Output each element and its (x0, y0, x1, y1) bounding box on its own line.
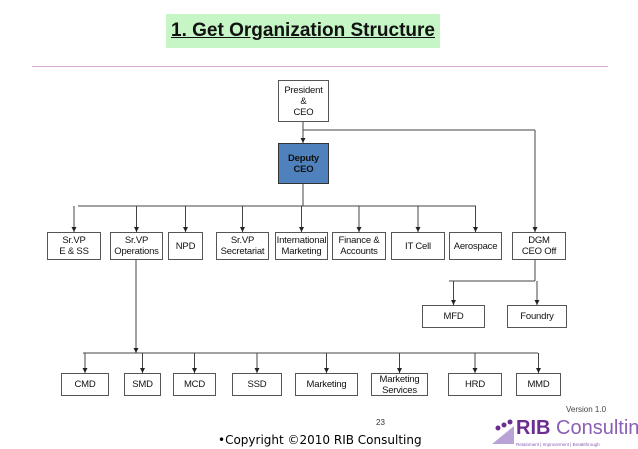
node-l1: International Marketing (275, 232, 328, 260)
node-dgm-child: MFD (422, 305, 485, 328)
node-ops-child: Marketing Services (371, 373, 428, 396)
node-l1: Sr.VP Secretariat (216, 232, 269, 260)
node-ops-child: SSD (232, 373, 282, 396)
logo-tagline: Retainment | Improvement | Breakthrough (516, 442, 600, 447)
arrow-head (254, 368, 260, 373)
copyright: •Copyright ©2010 RIB Consulting (218, 433, 422, 447)
arrow-head (532, 227, 538, 232)
arrow-head (300, 138, 306, 143)
page-number: 23 (376, 418, 385, 427)
arrow-head (472, 368, 478, 373)
node-ops-child: Marketing (295, 373, 358, 396)
arrow-head (415, 227, 421, 232)
arrow-head (140, 368, 145, 373)
logo-text: RIB Consulting (516, 417, 638, 439)
arrow-head (240, 227, 245, 232)
arrow-head (134, 227, 139, 232)
rib-logo: RIB Consulting Retainment | Improvement … (490, 418, 638, 449)
arrow-head (536, 368, 541, 373)
divider (32, 66, 608, 67)
node-ops-child: MMD (516, 373, 561, 396)
node-l1: Finance & Accounts (332, 232, 386, 260)
version: Version 1.0 (566, 405, 607, 414)
node-dgm-child: Foundry (507, 305, 567, 328)
arrow-head (397, 368, 402, 373)
arrow-head (356, 227, 362, 232)
node-l1: Sr.VP E & SS (47, 232, 101, 260)
node-president: President & CEO (278, 80, 329, 122)
arrow-head (82, 368, 88, 373)
node-l1: Sr.VP Operations (110, 232, 163, 260)
node-l1: NPD (168, 232, 203, 260)
climbers-icon (492, 419, 514, 444)
arrow-head (299, 227, 304, 232)
node-l1: IT Cell (391, 232, 445, 260)
node-dgm: DGM CEO Off (512, 232, 566, 260)
slide-title: 1. Get Organization Structure (166, 14, 440, 48)
node-deputy-ceo: Deputy CEO (278, 143, 329, 184)
arrow-head (192, 368, 197, 373)
arrow-head (133, 348, 139, 353)
node-ops-child: SMD (124, 373, 161, 396)
node-l1: Aerospace (449, 232, 502, 260)
arrow-head (324, 368, 329, 373)
arrow-head (71, 227, 77, 232)
node-ops-child: HRD (448, 373, 502, 396)
arrow-head (534, 300, 540, 305)
arrow-head (183, 227, 188, 232)
arrow-head (473, 227, 478, 232)
node-ops-child: MCD (173, 373, 216, 396)
node-ops-child: CMD (61, 373, 109, 396)
arrow-head (451, 300, 456, 305)
